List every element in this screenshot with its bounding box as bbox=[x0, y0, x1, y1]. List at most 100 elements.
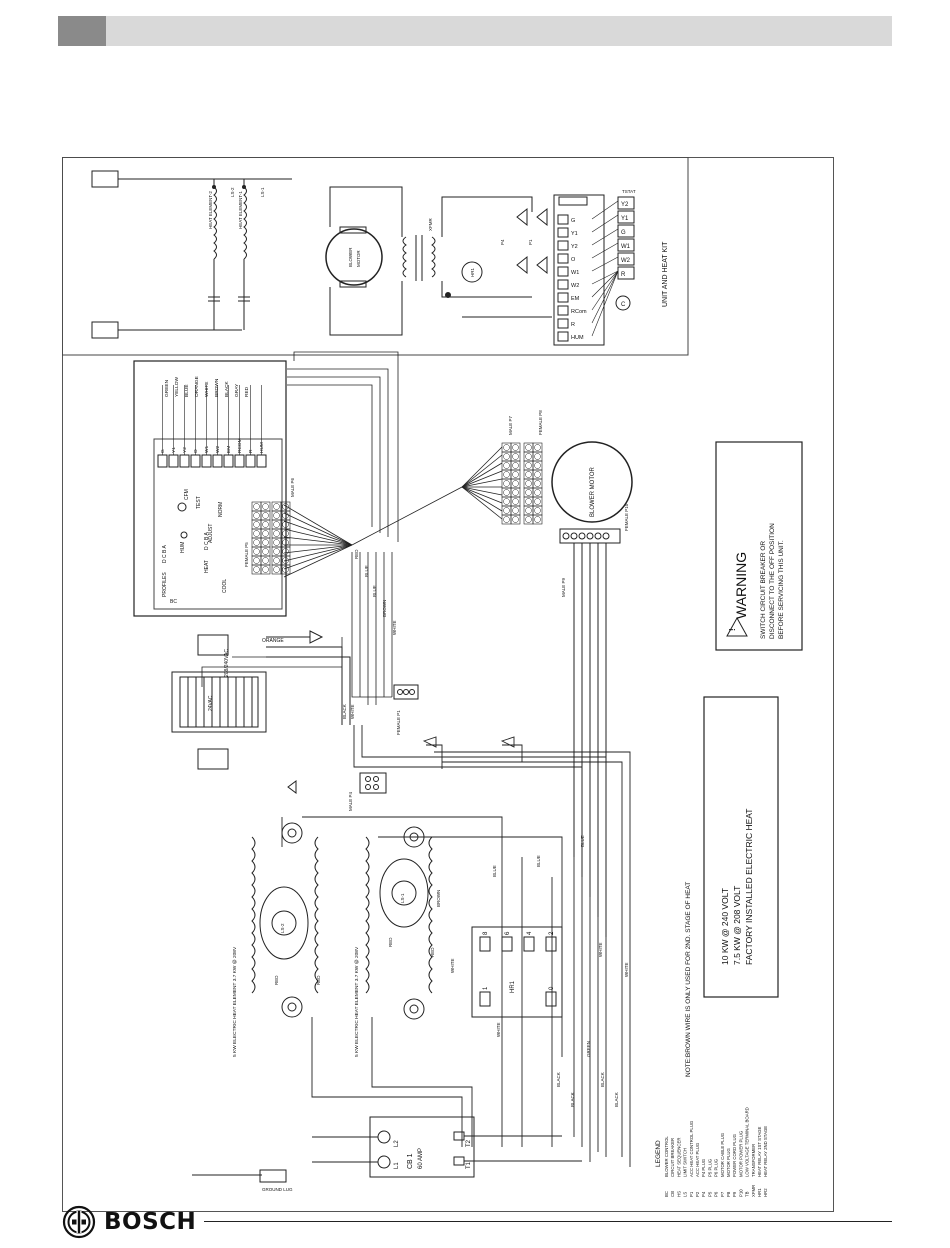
wiring-diagram: HEAT ELEMENT-2 HEAT ELEMENT-1 LS-2 LS-1 … bbox=[62, 157, 834, 1212]
male-p9-connector bbox=[562, 532, 610, 540]
wire-label-blue-2: BLUE bbox=[372, 585, 377, 597]
legend-desc: ACC HEAT PLUG bbox=[695, 1142, 700, 1177]
bc-board-label: BC bbox=[170, 599, 177, 605]
kit-board-terminal-label: RCom bbox=[571, 309, 587, 315]
bc-wire-color-label: BLACK bbox=[224, 380, 230, 397]
brand-logo: BOSCH bbox=[62, 1205, 196, 1239]
p8-pin bbox=[534, 453, 541, 460]
kit-panel-title: UNIT AND HEAT KIT bbox=[662, 241, 669, 307]
kit-motor-text: MOTOR bbox=[356, 250, 361, 267]
legend-desc: BLOWER CONTROL bbox=[664, 1136, 669, 1177]
female-p8-label: FEMALE P8 bbox=[538, 410, 543, 435]
legend-desc: MOTOR POWER PLUG bbox=[738, 1130, 743, 1177]
kit-wire bbox=[591, 200, 619, 220]
p7-pin bbox=[512, 480, 519, 487]
hr1-blue-3: BLUE bbox=[580, 835, 585, 847]
legend-code: P1 bbox=[689, 1191, 694, 1197]
p7-pin bbox=[503, 453, 510, 460]
legend-code: P9 bbox=[732, 1191, 737, 1197]
hr1-blue-1: BLUE bbox=[492, 865, 497, 877]
p6-pin bbox=[273, 530, 280, 537]
female-p10-label: FEMALE P10 bbox=[624, 503, 629, 531]
bc-test-label: TEST bbox=[196, 496, 202, 509]
hr1-terminal-label: 0 bbox=[549, 986, 555, 990]
legend-code: HS bbox=[676, 1191, 681, 1197]
p6-pin bbox=[273, 512, 280, 519]
p9-pin bbox=[586, 532, 594, 540]
tstat-terminal bbox=[617, 266, 635, 280]
hr1-terminal-label: 2 bbox=[549, 931, 555, 935]
wire-label-white: WHITE bbox=[392, 621, 397, 636]
kit-board-terminal bbox=[557, 214, 569, 225]
p7-cell bbox=[510, 514, 521, 525]
bc-terminal bbox=[168, 454, 179, 468]
hr1-terminal bbox=[479, 991, 491, 1007]
p7-pin bbox=[512, 471, 519, 478]
bc-terminal-label: W1 bbox=[204, 445, 210, 453]
bc-terminal bbox=[201, 454, 212, 468]
bc-terminal bbox=[157, 454, 168, 468]
ls2-limit-label: LS-2 bbox=[280, 923, 285, 933]
header-bar bbox=[58, 16, 892, 46]
p7-pin bbox=[503, 462, 510, 469]
kit-board-terminal bbox=[557, 292, 569, 303]
male-p6-label: MALE P6 bbox=[290, 477, 295, 497]
hr1-terminal-label: 8 bbox=[483, 931, 489, 935]
ls2-label: LS-2 bbox=[230, 187, 235, 197]
hr1-green: GREEN bbox=[586, 1041, 591, 1057]
tstat-terminal-label: W2 bbox=[621, 258, 631, 264]
hr1-white-2: WHITE bbox=[598, 943, 603, 958]
bc-profiles-label: PROFILES bbox=[162, 572, 168, 597]
hr1-blue-2: BLUE bbox=[536, 855, 541, 867]
p5-pin bbox=[262, 512, 269, 519]
legend-code: HR2 bbox=[763, 1188, 768, 1197]
p8-pin bbox=[525, 453, 532, 460]
kit-wire bbox=[591, 270, 619, 298]
blower-motor-label: BLOWER MOTOR bbox=[590, 466, 596, 517]
bc-wire-color-label: WHITE bbox=[204, 382, 210, 397]
p6-pin bbox=[273, 521, 280, 528]
tstat-terminal-label: G bbox=[621, 230, 626, 236]
legend-code: P5 bbox=[707, 1191, 712, 1197]
male-p4-label: MALE P4 bbox=[348, 791, 353, 811]
hr1-terminal-label: 6 bbox=[505, 931, 511, 935]
p8-pin bbox=[525, 471, 532, 478]
kit-board-terminal bbox=[557, 266, 569, 277]
kit-wire bbox=[591, 256, 619, 272]
hr1-white-4: WHITE bbox=[496, 1023, 501, 1038]
kit-wire bbox=[591, 242, 619, 259]
p6-pin bbox=[273, 548, 280, 555]
p5-pin bbox=[262, 539, 269, 546]
p5-pin bbox=[253, 548, 260, 555]
p8-pin bbox=[525, 444, 532, 451]
cb-rating: 60 AMP bbox=[418, 1148, 424, 1169]
hr1-label: HR1 bbox=[510, 980, 516, 993]
female-p5-label: FEMALE P5 bbox=[244, 542, 249, 567]
brown-wire-note: NOTE:BROWN WIRE IS ONLY USED FOR 2ND. ST… bbox=[685, 882, 692, 1077]
bc-terminal-label: Y1 bbox=[171, 447, 177, 453]
heat-element-2-label-main: 5 KW ELECTRIC HEAT ELEMENT 3.7 KW @ 208V bbox=[232, 946, 238, 1057]
heat-element-1-label: HEAT ELEMENT-1 bbox=[238, 191, 243, 229]
heat-element-1-label-main: 5 KW ELECTRIC HEAT ELEMENT 3.7 KW @ 208V bbox=[354, 946, 360, 1057]
bc-terminal bbox=[234, 454, 245, 468]
kit-wire bbox=[591, 270, 619, 324]
bc-terminal bbox=[256, 454, 267, 468]
kit-blower-motor bbox=[325, 228, 383, 286]
ls1-limit-label: LS-1 bbox=[400, 893, 405, 903]
p7-pin bbox=[512, 453, 519, 460]
p5-pin bbox=[262, 521, 269, 528]
bc-terminal bbox=[179, 454, 190, 468]
bc-terminal bbox=[190, 454, 201, 468]
p8-pin bbox=[534, 471, 541, 478]
kit-tstat-label: TSTAT bbox=[622, 189, 636, 194]
p7-pin bbox=[512, 489, 519, 496]
bc-wire-color-label: GREEN bbox=[164, 379, 170, 397]
p8-pin bbox=[534, 444, 541, 451]
p7-pin bbox=[503, 471, 510, 478]
kit-p4-label: P4 bbox=[500, 239, 505, 245]
legend-code: P7 bbox=[720, 1191, 725, 1197]
he2-red-2: RED bbox=[316, 975, 321, 985]
